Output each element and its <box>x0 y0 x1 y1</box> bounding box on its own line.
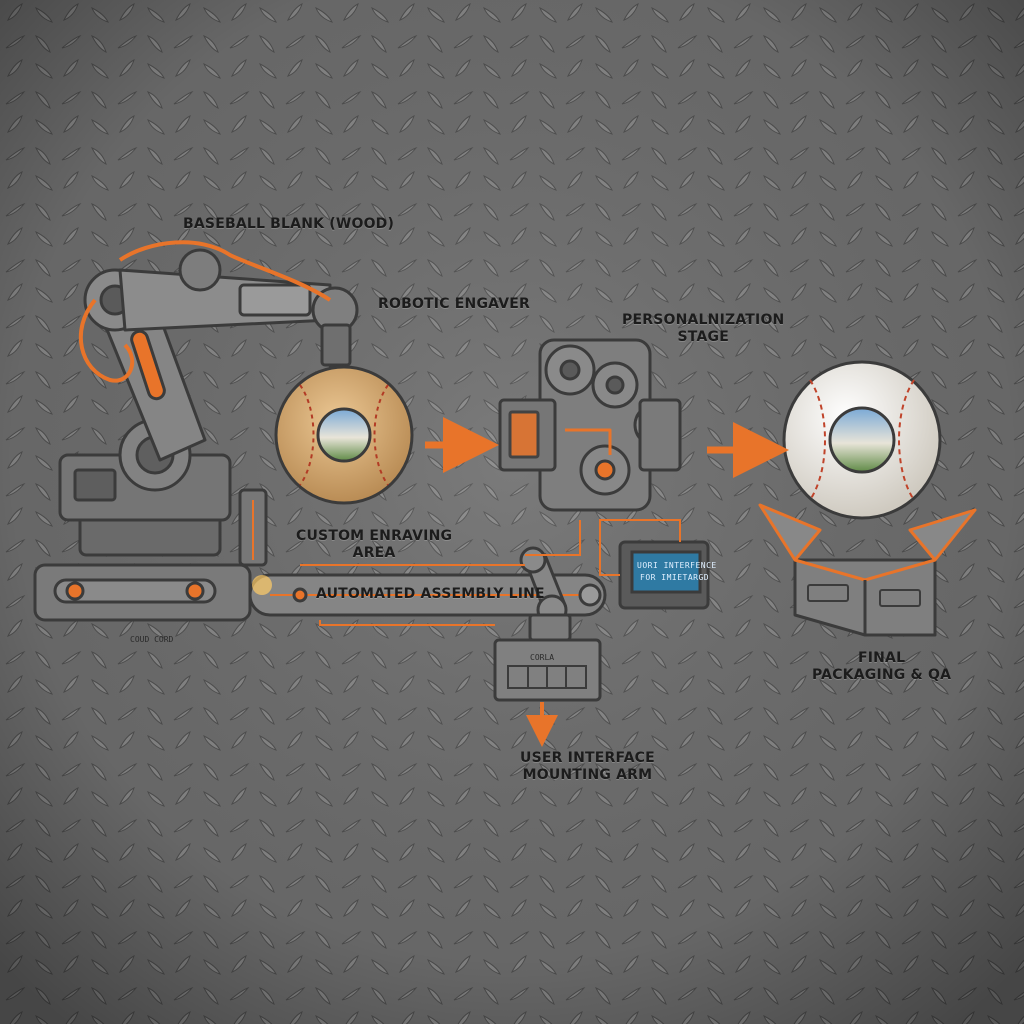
engraving-nozzle <box>238 488 268 567</box>
finished-baseball <box>782 360 942 520</box>
label-custom-engraving-area: CUSTOM ENRAVING AREA <box>296 528 452 562</box>
robotic-arm <box>58 248 359 557</box>
label-assembly-line: AUTOMATED ASSEMBLY LINE <box>316 586 545 602</box>
label-custom-engraving-line1: CUSTOM ENRAVING <box>296 528 453 544</box>
label-ui-arm-line1: USER INTERFACE <box>520 750 655 766</box>
ui-panel-text-1: UORI INTERFENCE <box>637 561 717 570</box>
label-baseball-blank: BASEBALL BLANK (WOOD) <box>183 216 395 232</box>
base-plate-text: COUD CORD <box>130 635 174 644</box>
connector-line-1 <box>525 520 581 556</box>
control-box <box>493 638 602 702</box>
assembly-line <box>33 563 607 622</box>
personalization-machine <box>498 338 682 512</box>
control-box-text: CORLA <box>530 653 554 662</box>
label-final-packaging: FINAL PACKAGING & QA <box>812 650 951 684</box>
wood-baseball <box>274 365 414 505</box>
label-personalization-line2: STAGE <box>677 329 729 345</box>
ui-panel-text-2: FOR IMIETARGD <box>640 573 709 582</box>
label-final-line1: FINAL <box>857 650 906 666</box>
arm-cable <box>118 240 332 302</box>
packaging-box <box>758 503 977 637</box>
label-final-line2: PACKAGING & QA <box>812 667 952 683</box>
engraving-spark <box>252 575 272 595</box>
arm-cable-loop <box>78 298 135 383</box>
label-personalization-stage: PERSONALNIZATION STAGE <box>622 312 784 346</box>
connector-line-2 <box>599 519 681 576</box>
label-custom-engraving-line2: AREA <box>352 545 396 561</box>
label-personalization-line1: PERSONALNIZATION <box>622 312 785 328</box>
connector-line-3 <box>319 620 495 626</box>
label-ui-mounting-arm: USER INTERFACE MOUNTING ARM <box>520 750 655 784</box>
user-interface-panel <box>618 540 710 610</box>
label-robotic-engraver: ROBOTIC ENGAVER <box>378 296 530 312</box>
label-ui-arm-line2: MOUNTING ARM <box>522 767 653 783</box>
